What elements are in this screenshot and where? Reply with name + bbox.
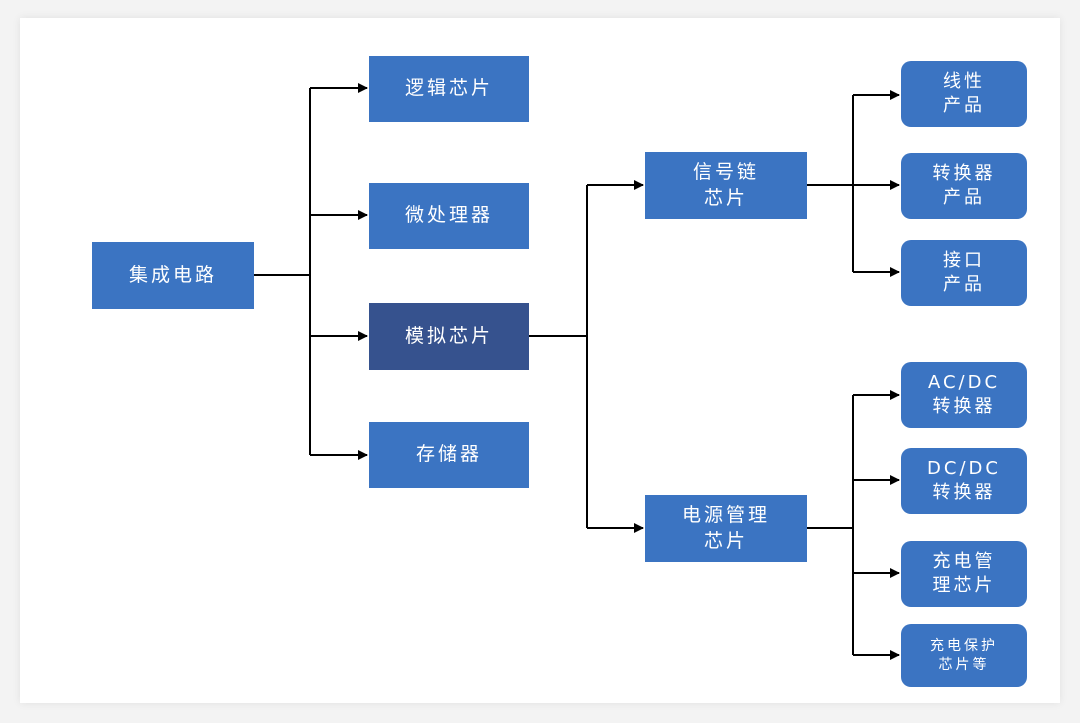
node-memory: 存储器 [369, 422, 529, 488]
node-acdc-converter: AC/DC 转换器 [901, 362, 1027, 428]
node-charge-management-chip: 充电管 理芯片 [901, 541, 1027, 607]
node-integrated-circuit: 集成电路 [92, 242, 254, 309]
node-logic-chip: 逻辑芯片 [369, 56, 529, 122]
node-signal-chain-chip: 信号链 芯片 [645, 152, 807, 219]
node-microprocessor: 微处理器 [369, 183, 529, 249]
diagram-canvas [20, 18, 1060, 703]
node-converter-products: 转换器 产品 [901, 153, 1027, 219]
node-charge-protection-chip: 充电保护 芯片等 [901, 624, 1027, 687]
node-analog-chip: 模拟芯片 [369, 303, 529, 370]
node-dcdc-converter: DC/DC 转换器 [901, 448, 1027, 514]
node-interface-products: 接口 产品 [901, 240, 1027, 306]
node-power-management-chip: 电源管理 芯片 [645, 495, 807, 562]
node-linear-products: 线性 产品 [901, 61, 1027, 127]
